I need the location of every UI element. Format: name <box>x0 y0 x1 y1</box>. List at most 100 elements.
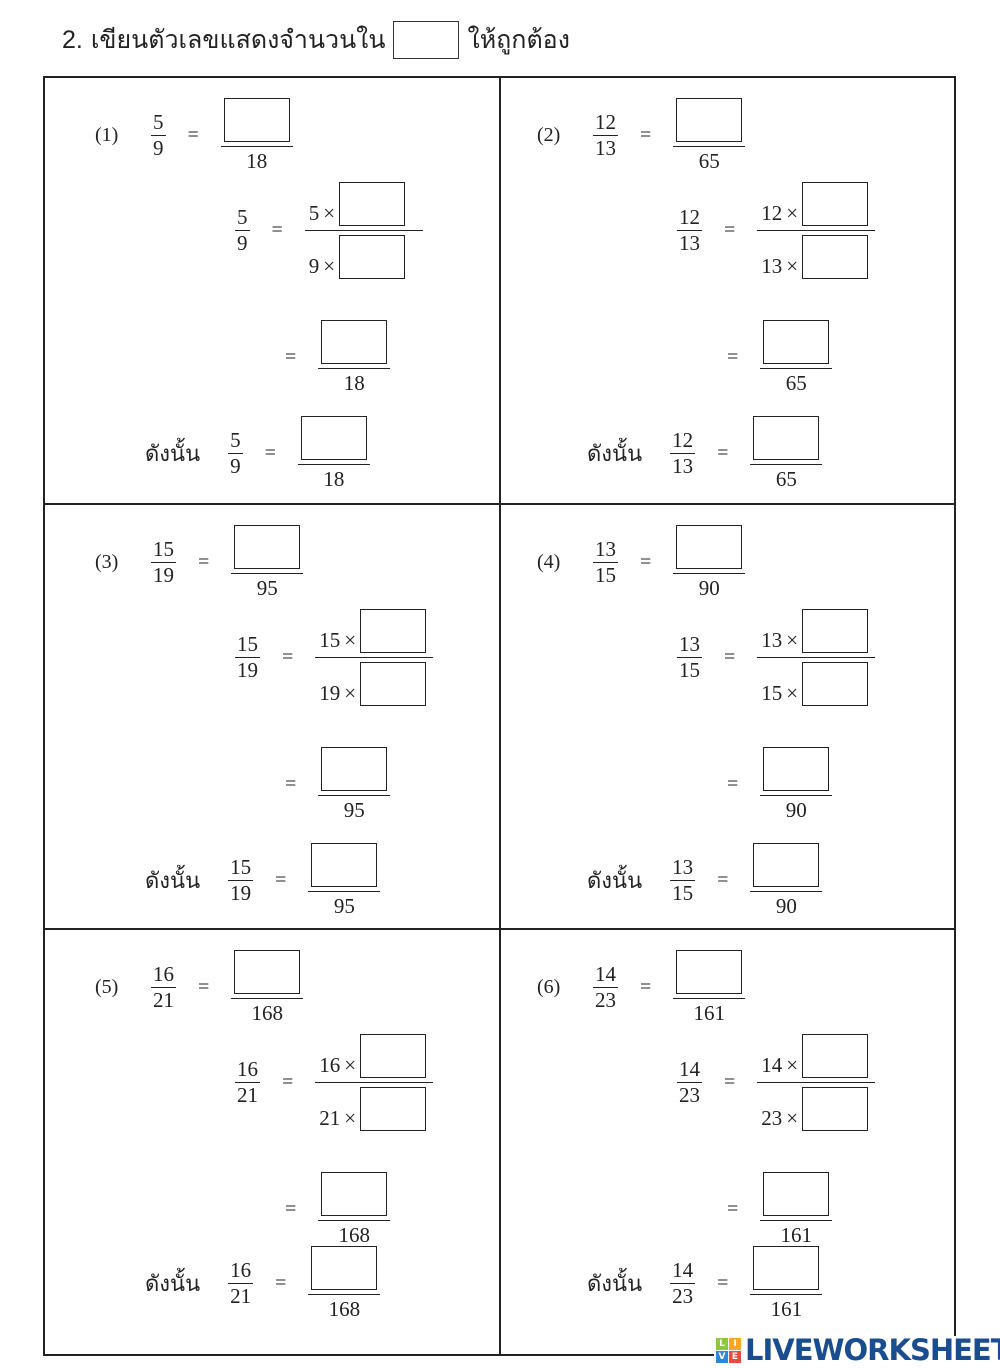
answer-numerator-input[interactable] <box>676 950 743 994</box>
answer-numerator-input[interactable] <box>676 98 743 142</box>
denominator: 23 <box>670 1282 696 1308</box>
final-numerator-input[interactable] <box>311 1246 378 1290</box>
answer-fraction: 161 <box>750 1246 823 1321</box>
target-denominator: 65 <box>785 371 807 395</box>
fraction-bar <box>757 657 876 658</box>
multiply-step: 14 23 = 14× 23× <box>677 1034 876 1131</box>
multiplier-denominator-input[interactable] <box>802 662 869 706</box>
target-denominator: 90 <box>698 576 720 600</box>
final-numerator-input[interactable] <box>300 416 367 460</box>
final-numerator-input[interactable] <box>753 416 820 460</box>
denominator: 9 <box>235 230 250 255</box>
numerator: 14 <box>761 1053 783 1077</box>
fraction-bar <box>318 1220 391 1221</box>
multiplication-fraction: 13× 15× <box>757 609 876 706</box>
denominator: 13 <box>593 134 618 160</box>
answer-fraction: 65 <box>760 320 833 395</box>
final-numerator-input[interactable] <box>753 1246 820 1290</box>
fraction-bar <box>231 573 304 574</box>
denominator: 9 <box>151 134 166 160</box>
result-numerator-input[interactable] <box>763 320 830 364</box>
equals-sign: = <box>285 772 297 795</box>
multiplier-denominator-input[interactable] <box>360 662 427 706</box>
multiplication-fraction: 14× 23× <box>757 1034 876 1131</box>
numerator: 12 <box>595 109 616 134</box>
multiplier-numerator-input[interactable] <box>360 1034 427 1078</box>
result-numerator-input[interactable] <box>321 320 388 364</box>
fraction-bar <box>318 368 391 369</box>
result-step: =90 <box>705 747 833 821</box>
denominator: 15 <box>761 681 783 705</box>
denominator: 15 <box>593 561 618 587</box>
fraction-bar <box>308 1294 381 1295</box>
equals-sign: = <box>282 646 294 668</box>
times-sign: × <box>344 628 357 652</box>
multiplier-numerator-input[interactable] <box>360 609 427 653</box>
answer-fraction: 90 <box>760 747 833 821</box>
multiplier-denominator-input[interactable] <box>339 235 406 279</box>
result-numerator-input[interactable] <box>321 747 388 791</box>
denominator: 21 <box>235 1082 260 1107</box>
answer-numerator-input[interactable] <box>234 950 301 994</box>
equals-sign: = <box>640 550 652 573</box>
answer-numerator-input[interactable] <box>223 98 290 142</box>
problem-label: (2) <box>537 123 561 146</box>
multiplier-denominator-input[interactable] <box>360 1087 427 1131</box>
answer-numerator-input[interactable] <box>234 525 301 569</box>
final-numerator-input[interactable] <box>311 843 378 887</box>
result-numerator-input[interactable] <box>763 747 830 791</box>
numerator: 15 <box>237 632 258 656</box>
answer-fraction: 18 <box>318 320 391 394</box>
denominator: 19 <box>151 561 176 587</box>
numerator: 14 <box>595 961 616 986</box>
numerator: 5 <box>153 109 164 134</box>
multiplier-denominator-input[interactable] <box>802 235 869 279</box>
result-step: = 95 <box>263 747 391 822</box>
result-numerator-input[interactable] <box>321 1172 388 1216</box>
multiplier-numerator-input[interactable] <box>802 609 869 653</box>
equals-sign: = <box>264 441 276 464</box>
result-step: =161 <box>705 1172 833 1246</box>
target-denominator: 95 <box>343 798 365 822</box>
answer-fraction: 168 <box>308 1246 381 1320</box>
target-denominator: 65 <box>775 467 797 491</box>
answer-fraction: 95 <box>231 525 304 599</box>
denominator: 15 <box>670 879 696 905</box>
equals-sign: = <box>640 123 652 146</box>
fraction-bar <box>673 573 746 574</box>
numerator: 13 <box>672 854 694 879</box>
equals-sign: = <box>717 868 729 891</box>
multiplier-numerator-input[interactable] <box>339 182 406 226</box>
target-denominator: 161 <box>770 1297 803 1321</box>
equals-sign: = <box>724 1071 736 1093</box>
numerator: 15 <box>230 854 252 879</box>
multiplier-numerator-input[interactable] <box>802 182 869 226</box>
denominator: 21 <box>228 1282 254 1308</box>
result-numerator-input[interactable] <box>763 1172 830 1216</box>
answer-numerator-input[interactable] <box>676 525 743 569</box>
fraction-bar <box>750 464 823 465</box>
numerator: 13 <box>761 628 783 652</box>
multiplier-numerator-input[interactable] <box>802 1034 869 1078</box>
equals-sign: = <box>717 441 729 464</box>
denominator: 23 <box>761 1106 783 1130</box>
equals-sign: = <box>727 345 739 368</box>
numerator: 5 <box>230 427 241 452</box>
multiplier-denominator-input[interactable] <box>802 1087 869 1131</box>
final-numerator-input[interactable] <box>753 843 820 887</box>
answer-fraction: 65 <box>673 98 746 172</box>
fraction-bar <box>673 146 746 147</box>
